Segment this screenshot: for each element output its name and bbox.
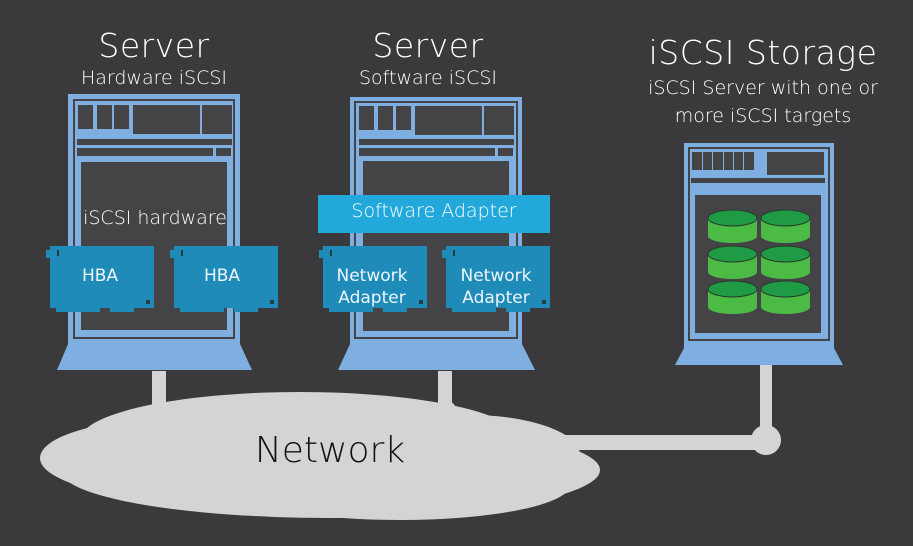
adapter-cards xyxy=(46,246,550,312)
hba-card-2 xyxy=(170,246,278,312)
server2-title: Server xyxy=(372,26,484,65)
disk-icon xyxy=(707,209,758,243)
hba-label-1: HBA xyxy=(81,266,119,286)
network-adapter-label-2: Network Adapter xyxy=(460,266,532,308)
server1-inner-label: iSCSI hardware xyxy=(83,207,227,229)
disk-icon xyxy=(760,209,811,243)
hba-card-1 xyxy=(46,246,154,312)
card-notch xyxy=(181,250,183,256)
software-adapter-bar xyxy=(318,195,550,233)
software-adapter-label: Software Adapter xyxy=(351,200,517,222)
card-notch xyxy=(330,250,332,256)
card-notch xyxy=(453,250,455,256)
hba-label-2: HBA xyxy=(203,266,241,286)
storage-tower xyxy=(675,143,843,365)
server2-subtitle: Software iSCSI xyxy=(358,67,498,89)
disk-icon xyxy=(707,280,758,314)
network-connectors xyxy=(148,364,781,455)
disk-icon xyxy=(760,245,811,279)
storage-disks xyxy=(707,209,811,314)
card-notch xyxy=(57,250,59,256)
storage-title: iSCSI Storage xyxy=(648,33,878,72)
disk-icon xyxy=(760,280,811,314)
network-adapter-card-1 xyxy=(319,246,427,312)
storage-subtitle-line1: iSCSI Server with one or xyxy=(648,77,878,99)
card-led xyxy=(146,300,150,304)
network-label: Network xyxy=(254,430,406,471)
server1-title: Server xyxy=(98,26,210,65)
disk-icon xyxy=(707,245,758,279)
network-adapter-label-1: Network Adapter xyxy=(336,266,408,308)
server-tower-software xyxy=(338,97,535,370)
server1-subtitle: Hardware iSCSI xyxy=(80,67,228,89)
card-led xyxy=(419,300,423,304)
network-cloud xyxy=(40,392,600,520)
card-led xyxy=(542,300,546,304)
storage-subtitle-line2: more iSCSI targets xyxy=(674,105,852,127)
network-adapter-card-2 xyxy=(442,246,550,312)
card-led xyxy=(270,300,274,304)
server-tower-hardware xyxy=(57,94,252,370)
